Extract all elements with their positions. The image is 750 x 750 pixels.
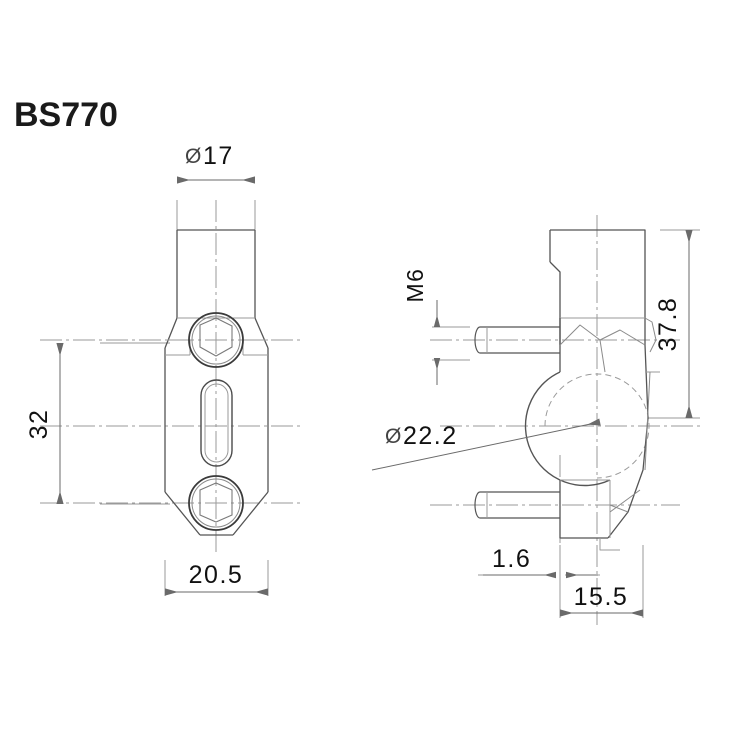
gap-1-6-label: 1.6 [492, 545, 531, 573]
front-view-group: Ø 17 32 20.5 [25, 142, 300, 596]
upper-hex-bolt [188, 312, 244, 368]
height-37-8-label: 37.8 [654, 297, 682, 352]
dimension-height-32: 32 [25, 343, 64, 504]
front-view-extension-lines [100, 200, 269, 596]
thread-m6-label: M6 [402, 268, 428, 303]
dimension-width-20-5: 20.5 [165, 561, 268, 596]
lower-bolt-shaft [474, 491, 560, 519]
side-view-centerlines [430, 215, 700, 625]
dia-22-2-symbol: Ø [385, 425, 401, 448]
side-view-outline [524, 229, 660, 551]
width-20-5-label: 20.5 [189, 561, 244, 589]
side-view-group: M6 Ø 22.2 37.8 1.6 15.5 [371, 215, 700, 625]
dimension-thread-m6: M6 [402, 268, 441, 385]
dimension-dia-22-2: Ø 22.2 [371, 418, 601, 471]
front-view-centerlines [40, 200, 300, 556]
dimension-gap-1-6: 1.6 [483, 545, 598, 579]
dimension-height-37-8: 37.8 [654, 230, 693, 418]
lower-hex-bolt [188, 475, 244, 531]
dia-17-symbol: Ø [185, 145, 201, 168]
dimension-width-15-5: 15.5 [560, 583, 643, 617]
dia-22-2-label: 22.2 [403, 422, 458, 450]
side-view-extension-lines [432, 229, 700, 618]
page-title: BS770 [14, 96, 118, 134]
front-view-outline [164, 229, 269, 536]
upper-bolt-shaft [474, 326, 560, 354]
dia-17-label: 17 [203, 142, 234, 170]
dimension-dia-17: Ø 17 [177, 142, 255, 184]
width-15-5-label: 15.5 [574, 583, 629, 611]
center-slot [200, 379, 233, 467]
height-32-label: 32 [25, 409, 53, 440]
